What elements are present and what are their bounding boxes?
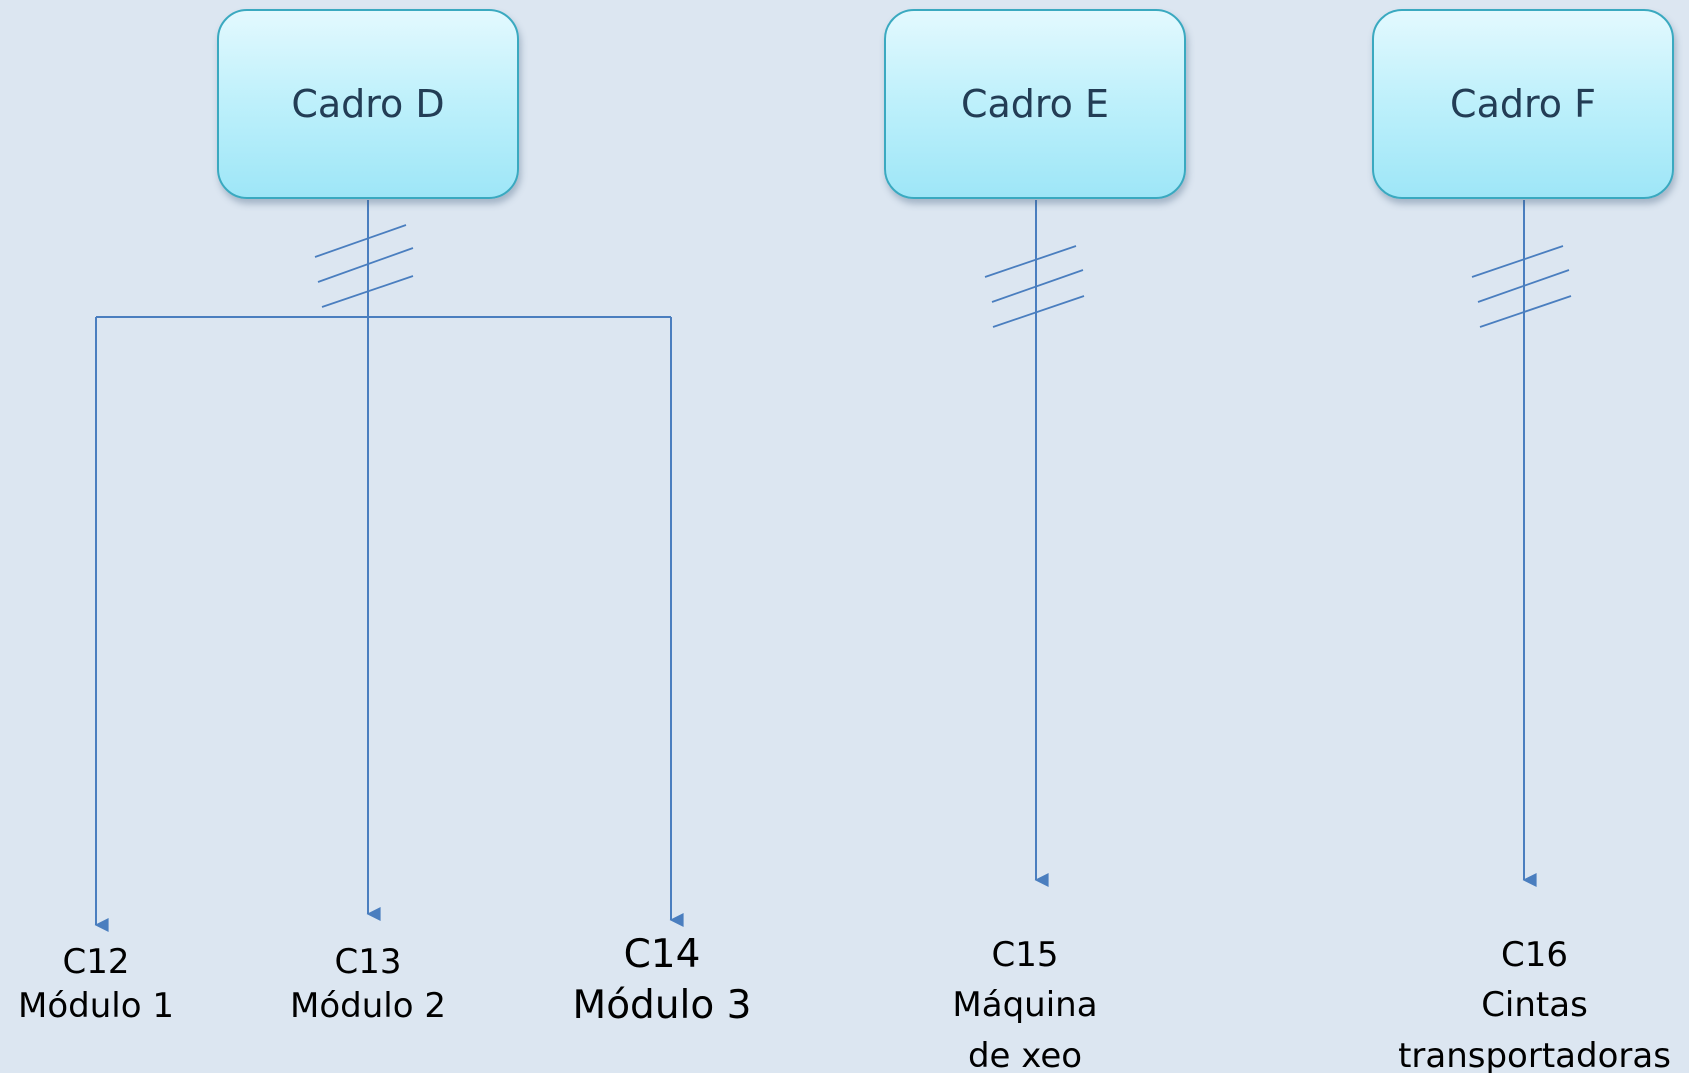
panel-d-conductor-marks	[314, 224, 414, 308]
panel-e-conductor-marks	[984, 245, 1085, 328]
circuit-label-c13: C13 Módulo 2	[272, 940, 464, 1028]
circuit-description: Módulo 2	[290, 986, 446, 1027]
panel-label: Cadro F	[1450, 82, 1596, 126]
circuit-label-c16: C16 Cintas transportadoras	[1380, 930, 1689, 1073]
panel-f-wiring	[1471, 200, 1572, 887]
circuit-code: C14	[623, 932, 701, 977]
circuit-label-c12: C12 Módulo 1	[0, 940, 192, 1028]
panel-e-wiring	[984, 200, 1085, 887]
panel-f-conductor-marks	[1471, 245, 1572, 328]
panel-box-e[interactable]: Cadro E	[884, 9, 1186, 199]
panel-label: Cadro E	[960, 82, 1110, 126]
circuit-description: Módulo 3	[572, 982, 752, 1028]
circuit-label-c15: C15 Máquina de xeo	[900, 930, 1150, 1073]
panel-label: Cadro D	[291, 82, 445, 126]
panel-box-f[interactable]: Cadro F	[1372, 9, 1674, 199]
circuit-description: Máquina de xeo	[952, 985, 1098, 1073]
circuit-code: C13	[334, 942, 402, 982]
circuit-label-c14: C14 Módulo 3	[542, 930, 782, 1031]
panel-box-d[interactable]: Cadro D	[217, 9, 519, 199]
circuit-code: C16	[1500, 935, 1568, 975]
circuit-description: Módulo 1	[18, 986, 174, 1027]
circuit-code: C12	[62, 942, 130, 982]
circuit-description: Cintas transportadoras	[1398, 985, 1671, 1073]
circuit-code: C15	[991, 935, 1059, 975]
panel-d-wiring	[94, 200, 684, 932]
